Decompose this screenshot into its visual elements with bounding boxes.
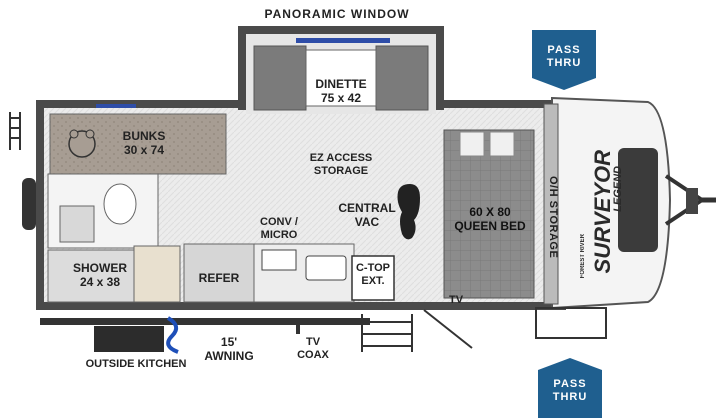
- bunk-bed: [49, 104, 227, 175]
- boot-print-icon: [397, 184, 420, 240]
- bunks-label: BUNKS 30 x 74: [122, 129, 166, 157]
- central-vac-label: CENTRAL VAC: [338, 201, 396, 229]
- brand-maker: FOREST RIVER: [580, 234, 586, 279]
- front-bumper: [535, 307, 607, 339]
- panoramic-window-label: PANORAMIC WINDOW: [264, 7, 410, 21]
- queen-bed: [443, 129, 535, 299]
- ez-access-storage-label: EZ ACCESS STORAGE: [309, 152, 373, 177]
- awning-label: 15' AWNING: [204, 335, 254, 363]
- conv-micro-label: CONV / MICRO: [260, 216, 298, 241]
- tv-coax-label: TV COAX: [297, 336, 329, 361]
- refer-label: REFER: [198, 271, 240, 285]
- queen-bed-label: 60 X 80 QUEEN BED: [454, 205, 526, 233]
- pass-thru-badge-bottom: PASS THRU: [538, 358, 602, 418]
- outside-kitchen-label: OUTSIDE KITCHEN: [85, 358, 187, 370]
- oh-storage-label: O/H STORAGE: [547, 176, 559, 259]
- brand-sub: LEGEND: [612, 166, 624, 212]
- ctop-ext-label: C-TOP EXT.: [355, 262, 391, 287]
- shower-label: SHOWER 24 x 38: [73, 261, 127, 289]
- tv-label: TV: [448, 294, 464, 306]
- spare-tire: [22, 178, 36, 230]
- front-window: [618, 148, 658, 252]
- hitch: [664, 174, 716, 226]
- dinette-label: DINETTE 75 x 42: [315, 77, 367, 105]
- pass-thru-badge-top: PASS THRU: [532, 30, 596, 90]
- awning-area: [40, 316, 370, 354]
- bathroom: [47, 173, 181, 303]
- entry-steps: [361, 309, 473, 352]
- dinette: [253, 38, 429, 111]
- rear-ladder: [9, 112, 21, 150]
- kitchen: [183, 243, 395, 303]
